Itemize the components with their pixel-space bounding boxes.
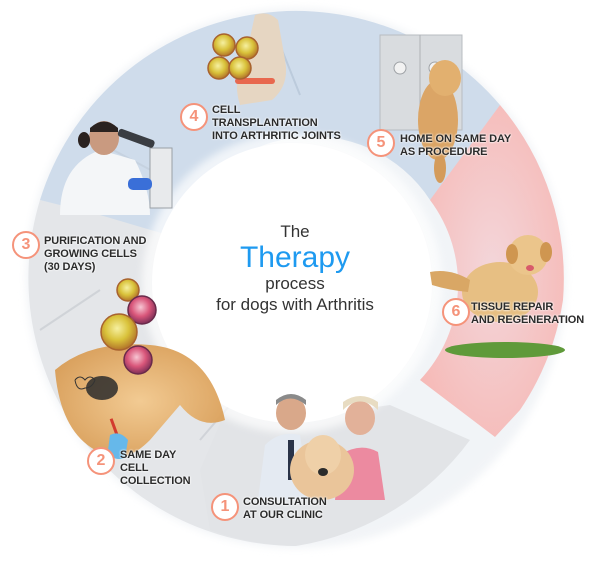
step-6-label: Tissue repair and regeneration [471,301,585,326]
scientist-microscope-photo [60,121,173,215]
title-subtitle: for dogs with Arthritis [216,295,374,314]
step-2-badge: 2 [87,447,115,475]
step-1-badge: 1 [211,493,239,521]
dog-leaving-clinic-photo [379,34,463,183]
step-2-label: Same day cell collection [120,449,191,487]
divider [39,289,101,331]
step-5-label: Home on same day as procedure [400,133,512,158]
center-title: The Therapy process for dogs with Arthri… [180,222,410,315]
step-5-badge: 5 [367,129,395,157]
step-3-label: Purification and growing cells (30 days) [44,235,147,273]
step-4-badge: 4 [180,103,208,131]
knee-joint-cells-illustration [207,13,287,105]
dog-cell-collection-illustration [55,278,225,459]
title-line-the: The [280,222,310,241]
step-4-label: Cell transplantation into arthritic join… [212,104,341,142]
step-1-label: Consultation at our clinic [243,496,327,521]
title-line-process: process [265,274,325,293]
healthy-dog-on-grass-photo [430,235,565,358]
title-therapy: Therapy [239,241,351,274]
step-3-badge: 3 [12,231,40,259]
vet-owner-and-dog-photo [258,394,385,500]
step-6-badge: 6 [442,298,470,326]
center-circle [152,143,432,423]
